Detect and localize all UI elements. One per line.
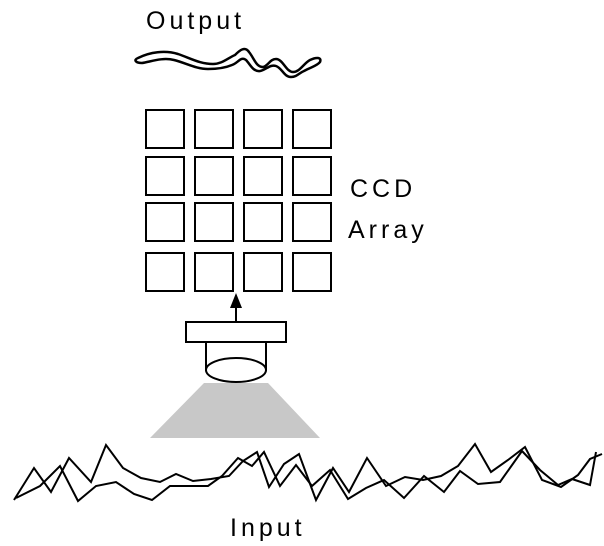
camera-top-plate bbox=[185, 321, 287, 343]
ccd-cell bbox=[194, 109, 234, 149]
ccd-label-line1: CCD bbox=[350, 175, 416, 203]
output-label: Output bbox=[146, 7, 245, 35]
ccd-array-grid bbox=[145, 109, 332, 292]
ccd-cell bbox=[243, 202, 283, 242]
input-signal-trace-1 bbox=[13, 442, 603, 503]
ccd-cell bbox=[145, 156, 185, 196]
input-label: Input bbox=[230, 514, 306, 542]
ccd-cell bbox=[194, 156, 234, 196]
camera-lens bbox=[205, 357, 267, 383]
input-signal-trace-2 bbox=[15, 449, 597, 503]
ccd-cell bbox=[292, 252, 332, 292]
signal-arrow-head bbox=[230, 293, 242, 308]
ccd-cell bbox=[243, 109, 283, 149]
field-of-view bbox=[150, 383, 320, 438]
ccd-cell bbox=[194, 252, 234, 292]
output-waveform bbox=[134, 47, 322, 79]
ccd-cell bbox=[292, 202, 332, 242]
ccd-cell bbox=[145, 252, 185, 292]
ccd-cell bbox=[145, 109, 185, 149]
ccd-cell bbox=[145, 202, 185, 242]
ccd-cell bbox=[292, 109, 332, 149]
ccd-cell bbox=[194, 202, 234, 242]
ccd-cell bbox=[243, 156, 283, 196]
ccd-cell bbox=[292, 156, 332, 196]
ccd-label-line2: Array bbox=[348, 216, 428, 244]
ccd-cell bbox=[243, 252, 283, 292]
